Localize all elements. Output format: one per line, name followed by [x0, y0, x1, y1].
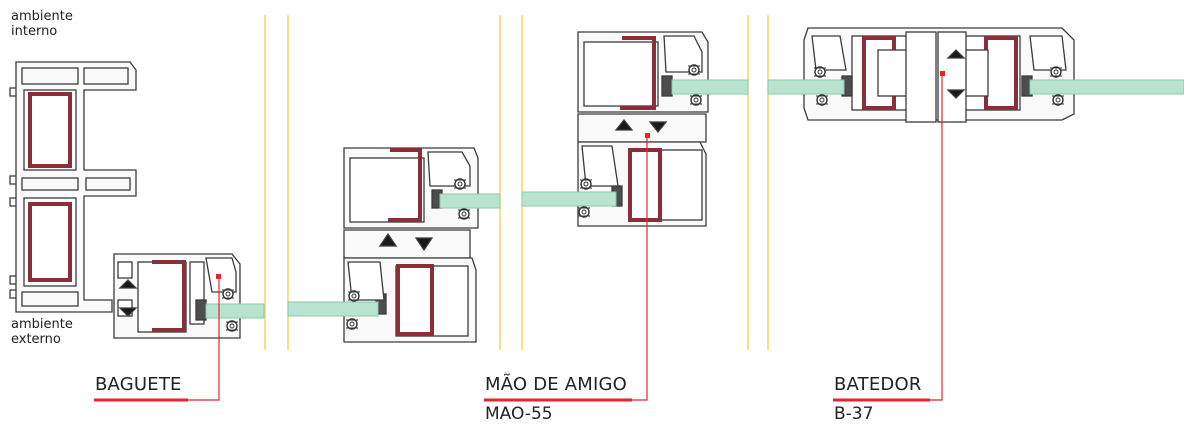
- mao-de-amigo-right-profiles: [577, 31, 709, 227]
- gasket-icon: [813, 66, 827, 78]
- gasket-icon: [347, 290, 361, 302]
- interior-label-line2: interno: [11, 24, 58, 39]
- gasket-icon: [687, 64, 701, 76]
- gasket-icon: [577, 206, 591, 218]
- frame-profile-section: [9, 61, 137, 313]
- gasket-icon: [457, 208, 471, 220]
- callout-batedor-title: BATEDOR: [834, 374, 922, 395]
- exterior-label-line1: ambiente: [11, 317, 73, 332]
- gasket-icon: [225, 320, 239, 332]
- callout-leaders: [188, 71, 945, 401]
- gasket-icon: [815, 94, 829, 106]
- interior-label-line1: ambiente: [11, 9, 73, 24]
- callout-mao-de-amigo-code: MAO-55: [485, 404, 553, 424]
- glass-pane: [671, 79, 749, 95]
- glass-pane: [1029, 79, 1184, 95]
- batedor-profiles: [803, 27, 1075, 123]
- gasket-icon: [1051, 94, 1065, 106]
- glass-pane: [767, 79, 845, 95]
- gasket-icon: [579, 178, 593, 190]
- gasket-icon: [221, 288, 235, 300]
- sash-bottom-profile: [113, 253, 241, 339]
- callout-mao-de-amigo-title: MÃO DE AMIGO: [485, 374, 628, 395]
- exterior-label-line2: externo: [11, 332, 61, 347]
- callout-baguete-title: BAGUETE: [95, 374, 182, 395]
- callout-batedor-code: B-37: [834, 404, 874, 424]
- exterior-label: ambiente externo: [11, 318, 73, 346]
- gasket-icon: [1049, 66, 1063, 78]
- gasket-icon: [453, 178, 467, 190]
- glass-pane: [287, 301, 379, 317]
- glass-pane: [521, 191, 617, 207]
- glass-pane: [439, 193, 501, 209]
- gasket-icon: [689, 94, 703, 106]
- section-dividers: [264, 15, 769, 350]
- gasket-icon: [345, 318, 359, 330]
- interior-label: ambiente interno: [11, 10, 73, 38]
- glass-pane: [205, 303, 265, 319]
